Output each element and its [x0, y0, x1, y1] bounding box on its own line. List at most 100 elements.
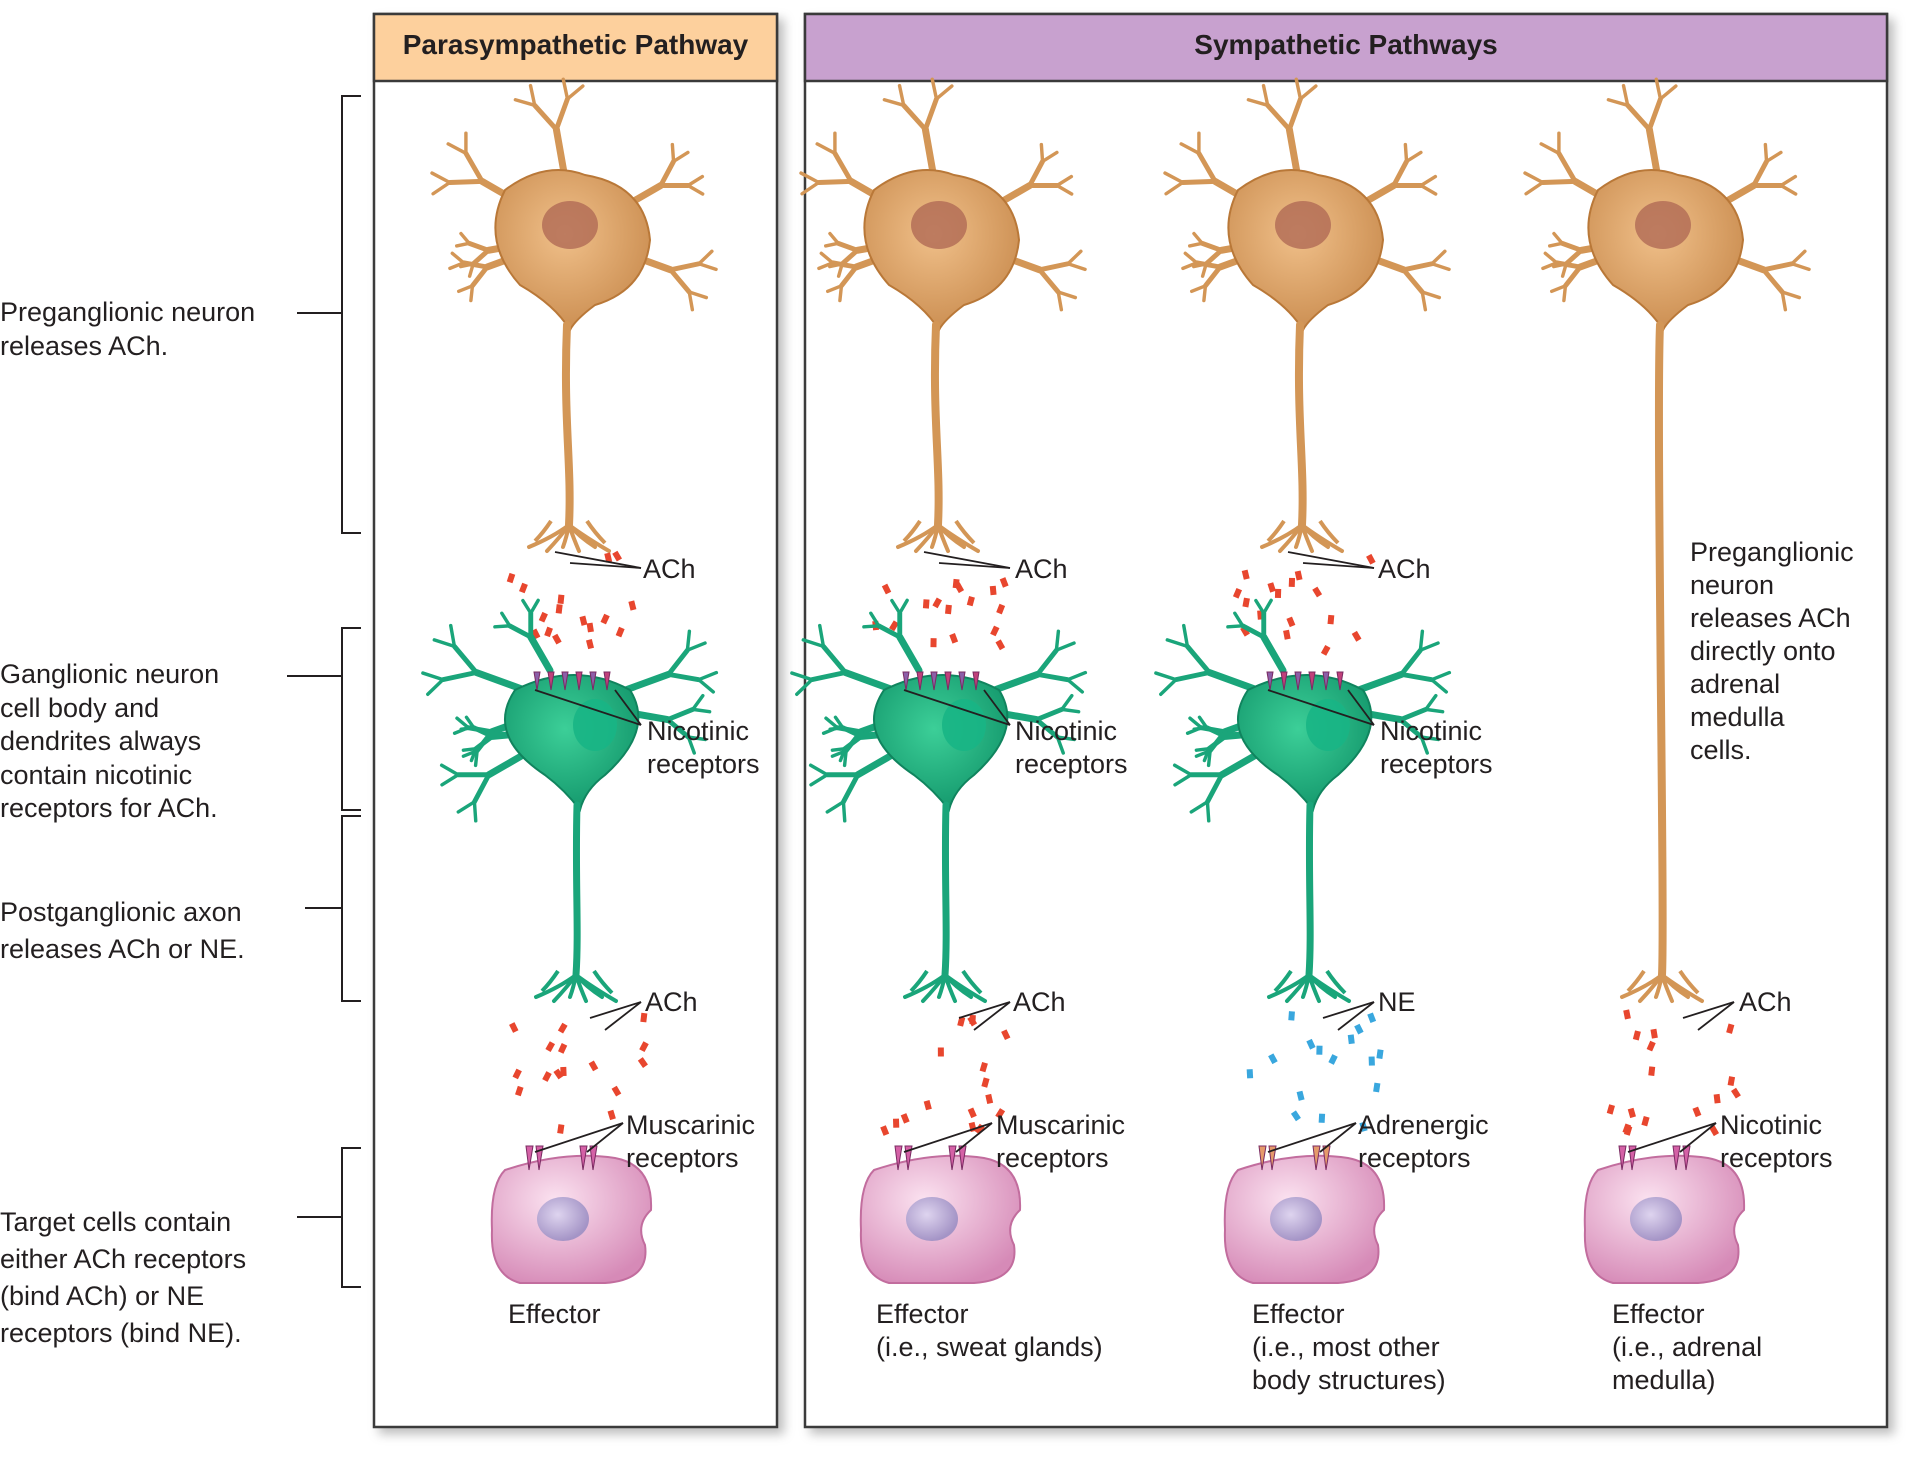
- dendrite-branch: [1790, 262, 1811, 272]
- dendrite-branch: [1562, 264, 1583, 289]
- dendrite-branch: [1199, 240, 1224, 253]
- dendrite-branch: [1430, 678, 1449, 694]
- dendrite-branch: [697, 670, 719, 682]
- ne-molecule: [1318, 1113, 1326, 1123]
- dendrite-branch: [1060, 707, 1081, 714]
- dendrite-branch: [459, 262, 475, 269]
- dendrite-branch: [469, 284, 475, 303]
- ach-molecule: [1327, 614, 1335, 625]
- ach-molecule: [542, 1071, 552, 1082]
- dendrite-branch: [815, 142, 837, 156]
- dendrite-branch: [430, 171, 452, 185]
- ne-molecule: [1347, 1034, 1355, 1045]
- dendrite-branch: [1401, 261, 1435, 273]
- dendrite-branch: [1391, 158, 1409, 188]
- ach-molecule: [892, 1118, 900, 1128]
- effector-nucleus: [1270, 1197, 1322, 1241]
- ne-molecule: [1268, 1053, 1278, 1065]
- ganglionic-neuron-3: [1154, 598, 1452, 1003]
- ach-molecule: [1650, 1028, 1658, 1039]
- dendrite-branch: [1780, 290, 1802, 300]
- ach-molecule: [989, 585, 997, 596]
- label-leader-line: [1697, 1001, 1735, 1031]
- dendrite-branch: [1563, 247, 1584, 267]
- dendrite-branch: [1165, 638, 1190, 649]
- ach-molecule: [639, 1041, 649, 1053]
- dendrite-branch: [838, 284, 844, 303]
- ne-molecule: [1296, 1090, 1305, 1101]
- dendrite-branch: [1054, 629, 1061, 652]
- dendrite-branch: [513, 98, 537, 108]
- label-leader-line: [1267, 1122, 1357, 1153]
- dendrite-branch: [839, 247, 860, 267]
- dendrite-branch: [464, 715, 476, 730]
- col2-effector-receptor-label: Muscarinic receptors: [996, 1110, 1126, 1173]
- dendrite-branch: [1418, 641, 1440, 652]
- dendrite-branch: [1419, 183, 1438, 196]
- ach-molecule: [1646, 1040, 1656, 1052]
- ne-molecule: [1290, 1110, 1301, 1122]
- nicotinic-receptor: [1280, 671, 1288, 691]
- dendrite-branch: [1055, 174, 1074, 188]
- label-leader-line: [554, 551, 642, 569]
- dendrite-branch: [828, 231, 840, 245]
- dendrite-branch: [1233, 611, 1245, 628]
- label-leader-line: [1302, 562, 1375, 569]
- ach-molecule: [585, 638, 595, 650]
- ach-molecule: [945, 604, 952, 615]
- dendrite-branch: [1066, 262, 1087, 272]
- ne-molecule: [1354, 1023, 1364, 1035]
- postganglionic-axon: [1305, 801, 1314, 979]
- preganglionic-cell-body: [494, 169, 652, 333]
- label-leader-line: [983, 689, 1011, 726]
- col4-direct-note: Preganglionic neuron releases ACh direct…: [1690, 537, 1854, 765]
- ach-molecule: [544, 626, 553, 638]
- dendrite-branch: [686, 735, 696, 755]
- dendrite-branch: [840, 725, 864, 739]
- ach-molecule: [512, 1068, 522, 1080]
- ach-molecule: [1001, 1029, 1011, 1041]
- ach-molecule: [1242, 597, 1250, 608]
- dendrite-branch: [934, 84, 954, 101]
- dendrite-branch: [697, 678, 716, 694]
- ach-molecule: [611, 1085, 622, 1097]
- dendrite-branch: [833, 715, 845, 730]
- ne-molecule: [1288, 1011, 1295, 1021]
- dendrite-branch: [528, 83, 537, 108]
- nicotinic-receptor: [958, 671, 966, 691]
- effector-receptor: [579, 1145, 588, 1171]
- dendrite-branch: [800, 180, 821, 196]
- dendrite-branch: [1200, 262, 1208, 278]
- ach-molecule: [979, 1061, 988, 1073]
- ach-molecule: [637, 1057, 648, 1068]
- ach-molecule: [615, 626, 625, 638]
- dendrite-branch: [987, 670, 1041, 695]
- axon-terminal-branch: [954, 519, 976, 545]
- dendrite-branch: [1188, 716, 1204, 730]
- dendrite-branch: [1202, 264, 1223, 289]
- col3-effector-receptor-label: Adrenergic receptors: [1358, 1110, 1489, 1173]
- label-leader-line: [1682, 1001, 1735, 1019]
- ach-molecule: [1312, 586, 1323, 598]
- dendrite-branch: [1761, 267, 1785, 295]
- dendrite-branch: [1189, 800, 1210, 814]
- ne-molecules-3: [1246, 1011, 1384, 1132]
- ganglionic-nucleus: [1306, 699, 1350, 751]
- dendrite-branch: [686, 183, 705, 196]
- dendrite-branch: [1606, 98, 1630, 108]
- effector-cell-1: [490, 1145, 653, 1284]
- axon-terminal-branch: [1307, 973, 1351, 1003]
- ach-molecule: [967, 1015, 978, 1027]
- ach-molecules-4: [1606, 1009, 1741, 1137]
- effector-cell-4: [1583, 1145, 1746, 1284]
- dendrite-branch: [1203, 247, 1224, 267]
- label-leader-line: [1287, 551, 1375, 569]
- dendrite-branch: [553, 96, 570, 132]
- ne-molecule: [1316, 1045, 1323, 1055]
- ach-molecule: [558, 1043, 568, 1054]
- ach-molecule: [607, 1109, 616, 1121]
- dendrite-branch: [1524, 180, 1545, 196]
- dendrite-branch: [449, 623, 457, 649]
- dendrite-branch: [671, 150, 690, 164]
- nicotinic-receptor: [561, 671, 569, 691]
